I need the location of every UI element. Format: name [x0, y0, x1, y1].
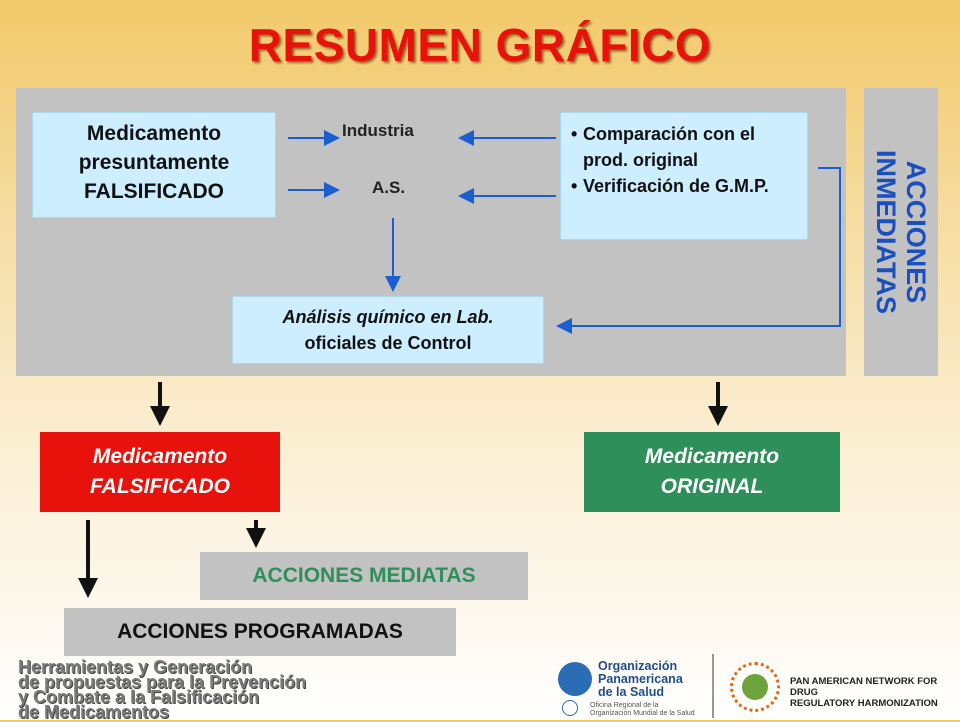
panam-line1: PAN AMERICAN NETWORK FOR DRUG [790, 676, 938, 698]
footer-title: Herramientas y Generación de propuestas … [18, 657, 307, 722]
result-original-box: Medicamento ORIGINAL [584, 432, 840, 512]
analysis-line1: Análisis químico en Lab. [282, 307, 494, 327]
result-fake-line2: FALSIFICADO [90, 475, 230, 498]
panam-network-text: PAN AMERICAN NETWORK FOR DRUG REGULATORY… [790, 676, 960, 709]
footer-line3: y Combate a la Falsificación [18, 687, 260, 707]
suspect-line1: Medicamento [86, 122, 222, 145]
ops-line3: de la Salud [598, 685, 664, 699]
ops-logo-text: Organización Panamericana de la Salud [598, 660, 683, 699]
footer-line1: Herramientas y Generación [18, 657, 253, 677]
panam-line2: REGULATORY HARMONIZATION [790, 698, 938, 709]
suspect-line3: FALSIFICADO [84, 180, 224, 203]
ops-globe-icon [558, 662, 592, 696]
analysis-line2: oficiales de Control [304, 333, 472, 353]
result-original-line2: ORIGINAL [660, 475, 764, 498]
result-fake-line1: Medicamento [92, 445, 228, 468]
americas-map-icon [742, 674, 768, 700]
check-item-comparison: Comparación con el prod. original [571, 121, 797, 173]
red-network-logo-icon [730, 662, 780, 712]
ops-subtitle: Oficina Regional de la Organización Mund… [590, 702, 695, 718]
footer-line2: de propuestas para la Prevención [18, 672, 307, 692]
logo-divider [712, 654, 714, 718]
immediate-actions-panel [864, 88, 938, 376]
ops-line2: Panamericana [598, 672, 683, 686]
ops-line1: Organización [598, 659, 678, 673]
checks-box: Comparación con el prod. original Verifi… [560, 112, 808, 240]
arrow-checks-to-analysis [556, 167, 841, 334]
actions-programadas-box: ACCIONES PROGRAMADAS [64, 608, 456, 656]
ops-sub2: Organización Mundial de la Salud [590, 710, 695, 717]
suspect-drug-box: Medicamento presuntamente FALSIFICADO [32, 112, 276, 218]
result-original-line1: Medicamento [644, 445, 780, 468]
actions-mediatas-box: ACCIONES MEDIATAS [200, 552, 528, 600]
footer-line4: de Medicamentos [18, 702, 170, 722]
analysis-box: Análisis químico en Lab. oficiales de Co… [232, 296, 544, 364]
check-item-gmp: Verificación de G.M.P. [571, 173, 797, 199]
result-fake-box: Medicamento FALSIFICADO [40, 432, 280, 512]
as-label: A.S. [372, 178, 406, 197]
ops-sub1: Oficina Regional de la [590, 702, 659, 709]
industria-label: Industria [342, 121, 414, 140]
who-emblem-icon [562, 700, 578, 716]
suspect-line2: presuntamente [78, 151, 230, 174]
page-title: RESUMEN GRÁFICO [248, 19, 712, 71]
